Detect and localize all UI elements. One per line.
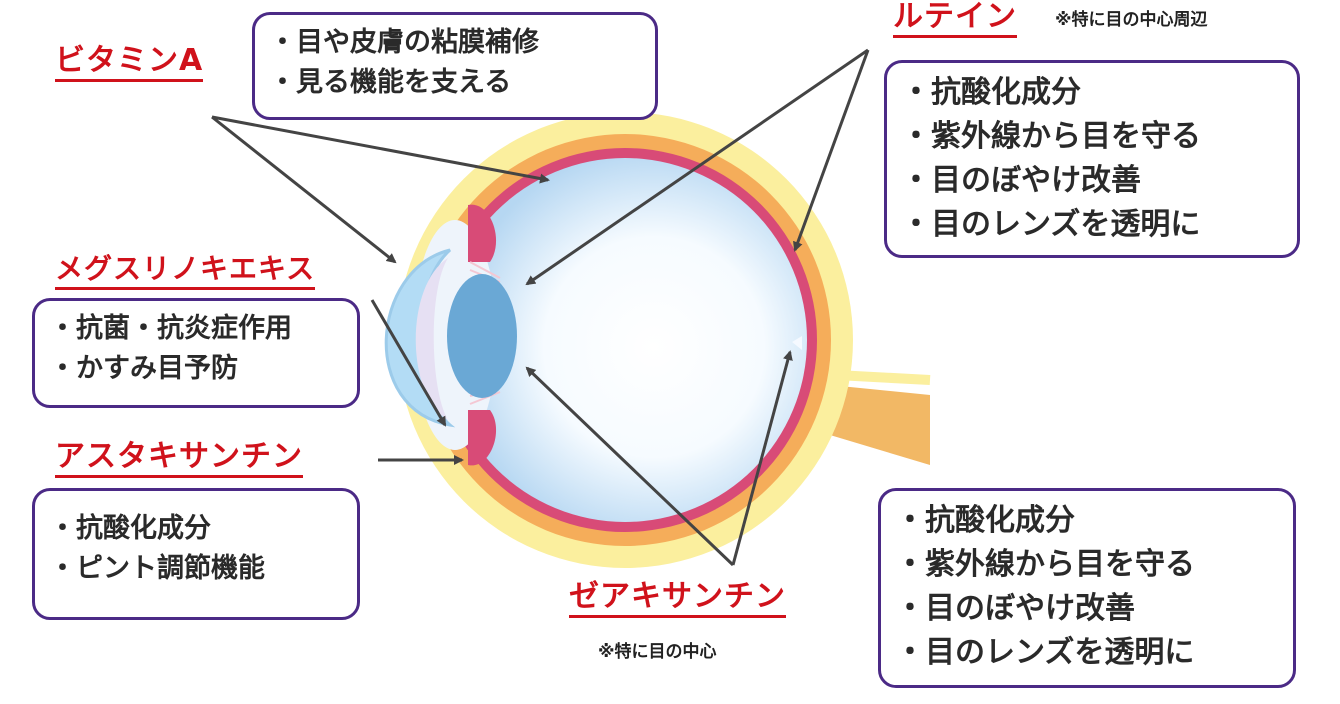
arrow-vitamin-a-retina [211,115,550,184]
zeaxanthin-box: 抗酸化成分 紫外線から目を守る 目のぼやけ改善 目のレンズを透明に [878,488,1296,688]
vitamin-a-box: 目や皮膚の粘膜補修 見る機能を支える [252,12,658,120]
zeaxanthin-effect: 抗酸化成分 [895,499,1279,543]
megusurinoki-effect: かすみ目予防 [49,349,343,389]
astaxanthin-heading: アスタキサンチン [55,440,303,478]
lutein-effect: 目のレンズを透明に [901,203,1283,247]
astaxanthin-box: 抗酸化成分 ピント調節機能 [32,488,360,620]
iris-lower [468,410,497,466]
lutein-box: 抗酸化成分 紫外線から目を守る 目のぼやけ改善 目のレンズを透明に [884,60,1300,258]
megusurinoki-box: 抗菌・抗炎症作用 かすみ目予防 [32,298,360,408]
lutein-effect: 紫外線から目を守る [901,115,1283,159]
vitamin-a-effect: 目や皮膚の粘膜補修 [269,23,641,63]
lutein-effect: 抗酸化成分 [901,71,1283,115]
astaxanthin-effect: 抗酸化成分 [49,509,343,549]
lutein-heading: ルテイン [893,0,1017,38]
zeaxanthin-effect: 紫外線から目を守る [895,543,1279,587]
arrow-zeaxanthin-macula [731,350,793,566]
vitamin-a-effect: 見る機能を支える [269,63,641,103]
megusurinoki-effect: 抗菌・抗炎症作用 [49,309,343,349]
arrow-vitamin-a-cornea [211,115,397,264]
arrow-megusurinoki-eye [370,299,447,427]
vitamin-a-heading: ビタミンA [55,44,204,82]
arrow-lutein-lens [525,48,869,286]
zeaxanthin-heading: ゼアキサンチン [569,580,786,618]
zeaxanthin-note: ※特に目の中心 [598,642,717,662]
astaxanthin-effect: ピント調節機能 [49,549,343,589]
zeaxanthin-effect: 目のレンズを透明に [895,631,1279,675]
crystalline-lens [447,274,517,398]
arrow-lutein-retina [793,49,870,252]
lutein-effect: 目のぼやけ改善 [901,159,1283,203]
arrow-zeaxanthin-lens [525,366,735,567]
vitreous-body [443,158,807,522]
megusurinoki-heading: メグスリノキエキス [55,252,316,290]
lutein-note: ※特に目の中心周辺 [1055,10,1208,30]
iris-upper [468,204,497,262]
zeaxanthin-effect: 目のぼやけ改善 [895,587,1279,631]
